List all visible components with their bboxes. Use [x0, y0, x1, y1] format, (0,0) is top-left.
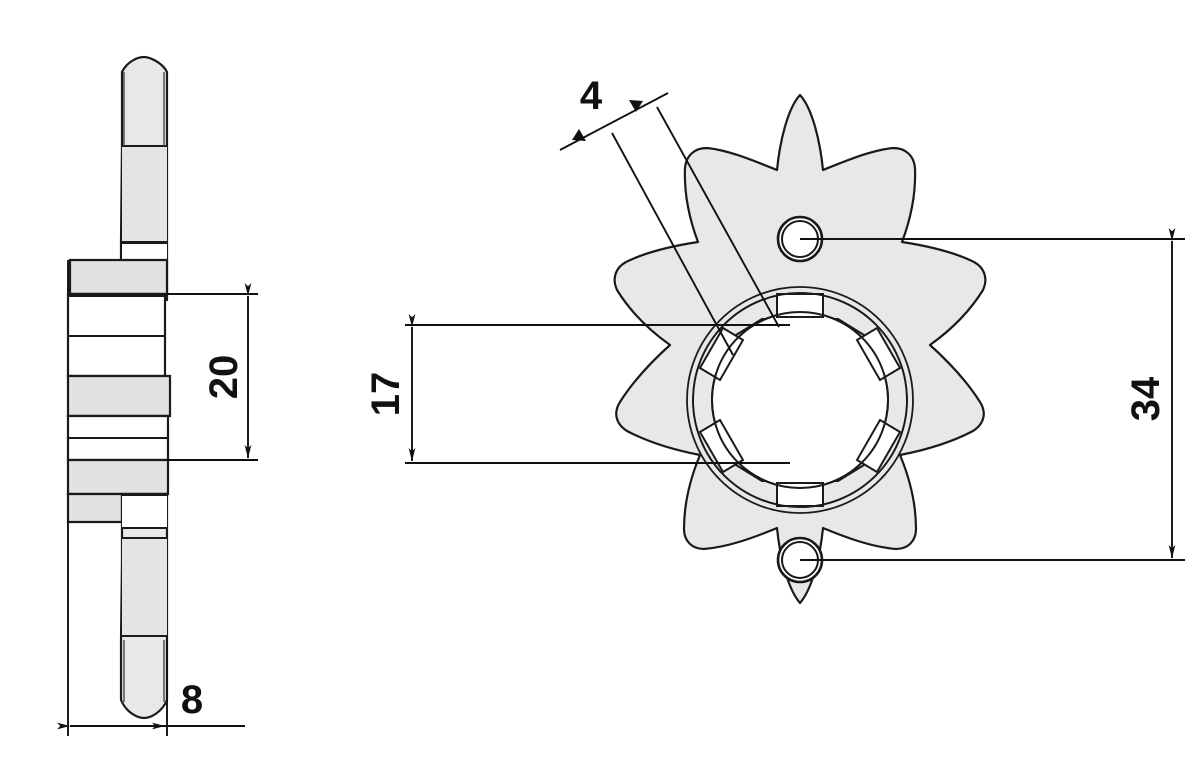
side-tooth-lower-web — [122, 539, 167, 635]
spline-detail-group — [692, 292, 908, 508]
spline-slot-top — [776, 293, 824, 318]
hub-outer-circle — [686, 286, 914, 514]
dim-4-leader-b — [611, 132, 734, 356]
side-tooth-lower-gap — [122, 495, 167, 527]
dim-17-label: 17 — [364, 372, 408, 417]
front-view: 17 34 4 — [364, 74, 1185, 605]
dim-34-group: 34 — [800, 228, 1185, 561]
dim-4-label: 4 — [580, 74, 603, 118]
dim-20-label: 20 — [202, 355, 246, 400]
dim-17-group: 17 — [364, 314, 790, 464]
bore-circle-stroke — [711, 311, 889, 489]
spline-slot-lower-right — [855, 418, 902, 474]
spline-slot-upper-left — [698, 326, 745, 382]
dim-4-group: 4 — [559, 74, 780, 356]
side-tooth-upper-web — [122, 147, 167, 241]
dim-20-group: 20 — [164, 283, 258, 461]
dim-4-dimline — [559, 92, 669, 151]
spline-slot-bottom — [776, 482, 824, 507]
side-hub-body — [68, 258, 169, 296]
dim-8-group: 8 — [57, 522, 245, 736]
side-section-view: 20 8 — [57, 55, 258, 736]
spline-slot-upper-right — [855, 326, 902, 382]
spline-slot-lower-left — [698, 418, 745, 474]
dim-4-leader-a — [656, 106, 780, 328]
dim-8-label: 8 — [181, 678, 203, 722]
side-hub-mid — [66, 374, 172, 418]
dim-4-arrow-lower — [572, 129, 586, 141]
side-hub-outer-left — [66, 492, 124, 524]
dim-4-arrow-upper — [629, 100, 643, 112]
side-hub-flange-lower — [66, 458, 170, 496]
hub-inner-circle — [692, 292, 908, 508]
dim-34-label: 34 — [1124, 376, 1168, 421]
